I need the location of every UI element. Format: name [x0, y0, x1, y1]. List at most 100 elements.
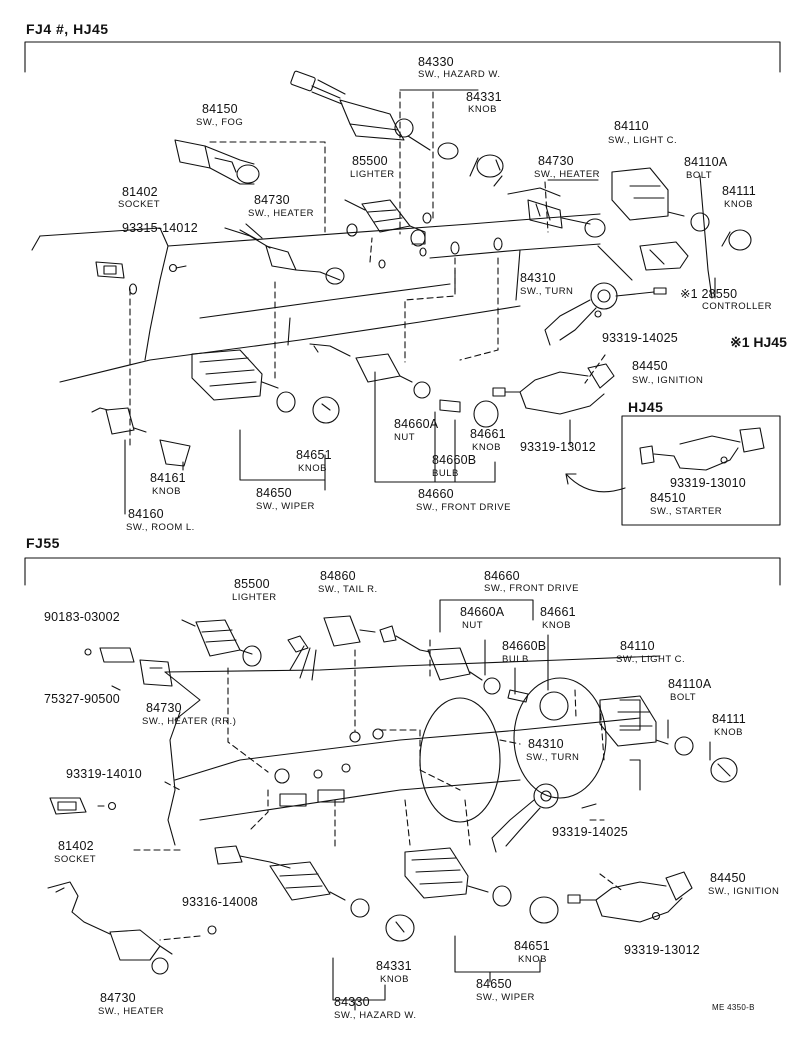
- part-number: 84660A: [460, 605, 505, 619]
- part-number: 93319-13012: [624, 943, 700, 957]
- part-number: 84660B: [502, 639, 547, 653]
- part-number: 93316-14008: [182, 895, 258, 909]
- part-description: SW., IGNITION: [708, 886, 780, 897]
- part-number: 84160: [128, 507, 164, 521]
- part-description: SW., LIGHT C.: [616, 654, 686, 665]
- part-number: 84150: [202, 102, 238, 116]
- fj55-front-drive-switch: [379, 625, 569, 721]
- fj55-dash-panel: [164, 655, 661, 846]
- part-description: BOLT: [686, 170, 713, 181]
- part-description: SW., TURN: [520, 286, 574, 297]
- part-description: SW., FRONT DRIVE: [416, 502, 511, 513]
- part-description: NUT: [462, 620, 484, 631]
- fj55-tail-relay-switch: [287, 615, 376, 681]
- part-number: 93319-14010: [66, 767, 142, 781]
- part-number: 84730: [146, 701, 182, 715]
- part-description: SW., IGNITION: [632, 375, 704, 386]
- part-description: SW., HEATER: [248, 208, 315, 219]
- fj4-fog-switch: [174, 139, 260, 185]
- part-number: 75327-90500: [44, 692, 120, 706]
- fj4-heater-switch-a: [224, 223, 345, 285]
- part-number: 84651: [296, 448, 332, 462]
- part-number: 84331: [466, 90, 502, 104]
- part-number: 84510: [650, 491, 686, 505]
- part-description: SW., HEATER: [98, 1006, 165, 1017]
- part-description: SW., WIPER: [256, 501, 315, 512]
- fj4-dash-panel: [31, 212, 601, 383]
- part-number: 84310: [520, 271, 556, 285]
- part-description: SW., HAZARD W.: [418, 69, 501, 80]
- part-description: SW., WIPER: [476, 992, 535, 1003]
- part-description: SW., FOG: [196, 117, 244, 128]
- part-number: 84450: [632, 359, 668, 373]
- fj4-light-control: [611, 167, 752, 251]
- part-description: LIGHTER: [350, 169, 395, 180]
- part-number: 84660A: [394, 417, 439, 431]
- part-number: 84730: [254, 193, 290, 207]
- hj45-callout: ※1 HJ45: [730, 334, 787, 350]
- hj45-inset-frame: [621, 415, 781, 526]
- part-description: BOLT: [670, 692, 697, 703]
- part-number: 84650: [476, 977, 512, 991]
- fj4-heater-switch-b: [507, 187, 606, 238]
- fj55-heater-switch: [47, 881, 217, 975]
- part-description: SW., HEATER (RR.): [142, 716, 237, 727]
- part-number: 84450: [710, 871, 746, 885]
- part-number: 84110A: [668, 677, 712, 691]
- fj4-section-frame: [24, 41, 781, 73]
- fj55-section-frame: [24, 557, 781, 586]
- part-number: 84860: [320, 569, 356, 583]
- part-number: 84110A: [684, 155, 728, 169]
- part-description: LIGHTER: [232, 592, 277, 603]
- fj55-turn-switch: [491, 783, 597, 853]
- part-number: 81402: [122, 185, 158, 199]
- fj4-controller: [639, 241, 689, 271]
- fj4-hazard-switch: [290, 70, 504, 187]
- part-number: 93319-13012: [520, 440, 596, 454]
- part-number: 93319-13010: [670, 476, 746, 490]
- hj45-starter-switch: [639, 427, 765, 471]
- part-description: KNOB: [472, 442, 501, 453]
- fj4-turn-switch: [544, 282, 667, 346]
- part-description: SW., ROOM L.: [126, 522, 195, 533]
- part-description: KNOB: [724, 199, 753, 210]
- part-number: 84660: [484, 569, 520, 583]
- part-description: SW., LIGHT C.: [608, 135, 678, 146]
- part-number: 85500: [352, 154, 388, 168]
- fj4-ignition-switch: [492, 363, 615, 415]
- part-number: 84660: [418, 487, 454, 501]
- part-description: NUT: [394, 432, 416, 443]
- part-number: 84110: [614, 119, 649, 133]
- fj55-wiper-switch: [404, 847, 559, 924]
- part-description: SOCKET: [54, 854, 97, 865]
- part-description: BULB: [502, 654, 529, 665]
- part-number: 84660B: [432, 453, 477, 467]
- part-number: 84111: [712, 712, 746, 726]
- part-number: 90183-03002: [44, 610, 120, 624]
- part-description: SOCKET: [118, 199, 161, 210]
- part-number: 93319-14025: [602, 331, 678, 345]
- part-number: 84730: [100, 991, 136, 1005]
- fj55-socket-heater-rr: [84, 647, 173, 687]
- drawing-code: ME 4350-B: [712, 1003, 755, 1012]
- part-description: KNOB: [468, 104, 497, 115]
- hj45-inset-title: HJ45: [628, 399, 664, 415]
- part-description: KNOB: [518, 954, 547, 965]
- part-number: 84651: [514, 939, 550, 953]
- fj55-light-control: [599, 695, 738, 783]
- part-description: SW., TAIL R.: [318, 584, 378, 595]
- part-number: 85500: [234, 577, 270, 591]
- part-description: SW., FRONT DRIVE: [484, 583, 579, 594]
- part-number: 84661: [470, 427, 506, 441]
- fj55-section-title: FJ55: [26, 535, 60, 551]
- part-description: KNOB: [298, 463, 327, 474]
- fj55-lighter: [181, 619, 262, 667]
- part-description: KNOB: [542, 620, 571, 631]
- part-description: KNOB: [152, 486, 181, 497]
- part-number: 84110: [620, 639, 655, 653]
- fj4-lighter: [344, 199, 426, 247]
- part-description: KNOB: [714, 727, 743, 738]
- fj55-hazard-switch: [214, 845, 415, 942]
- fj4-front-drive-switch: [309, 343, 499, 428]
- part-number: 84330: [418, 55, 454, 69]
